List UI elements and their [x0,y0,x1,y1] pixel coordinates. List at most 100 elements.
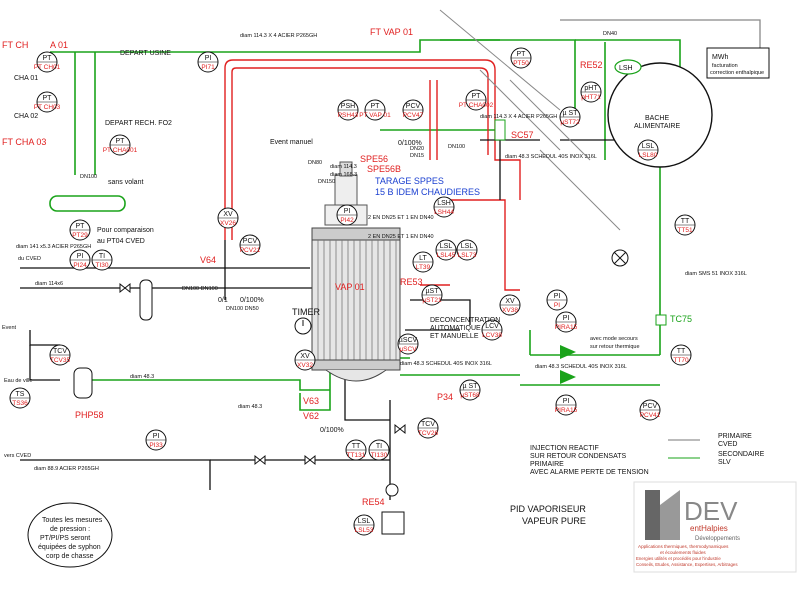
label-sched-mid: diam 48.3 SCHEDUL 40S INOX 316L [400,361,492,367]
mwh-correction: correction enthalpique [710,70,764,76]
label-v63: V63 [303,396,319,406]
instrument-tag: PCV21 [240,247,261,254]
label-pct-top: 0/100% [398,140,422,147]
valve-1 [119,282,131,294]
instrument-tag: TT70 [673,357,689,364]
label-dn100-dn50: DN100 DN50 [226,306,259,312]
legend-secondaire: SECONDAIRE [718,451,765,458]
instrument-type: PCV [643,403,658,410]
label-eau-ville: Eau de ville [4,378,32,384]
pipe-primary-top [224,59,521,240]
valves-main [119,282,406,466]
instrument-type: TS [16,391,25,398]
instrument-tag: LSH44 [434,209,454,216]
instrument-type: PSH [341,103,355,110]
label-cha01: CHA 01 [14,75,38,82]
instrument-type: PI [77,253,84,260]
instrument-type: PT [116,138,126,145]
legend-primaire: PRIMAIRE [718,433,752,440]
label-comparaison-2: au PT04 CVED [97,238,145,245]
instrument-tag: TS36 [12,400,28,407]
instrument-tag: TT131 [347,452,366,459]
legend-injection-1: INJECTION REACTIF [530,445,599,452]
label-event: Event [2,325,17,331]
mwh-box [706,47,770,79]
valve-2 [254,454,266,466]
instrument-type: LSL [461,243,474,250]
instrument-ts36: TS TS36 [9,387,31,409]
label-depart-rech: DEPART RECH. FO2 [105,120,172,127]
label-tarage-1: TARAGE SPPES [375,176,444,186]
instrument-type: µ ST [563,110,579,117]
instrument-type: XV [300,353,310,360]
label-mode-secours-2: sur retour thermique [590,344,640,350]
instrument-tag: LSL53 [355,527,374,534]
sight-glass-cross [613,251,627,265]
php58-label: PHP58 [75,410,104,420]
instrument-type: TT [677,348,686,355]
label-cha02: CHA 02 [14,113,38,120]
label-dn150: DN150 [318,179,335,185]
bache-label-2: ALIMENTAIRE [634,123,680,130]
instrument-type: TI [376,443,382,450]
label-diam889: diam 88.9 ACIER P265GH [34,466,99,472]
label-dn40: DN40 [603,31,617,37]
label-a01: A 01 [50,40,68,50]
label-re52: RE52 [580,60,603,70]
instrument-tag: pHT71 [581,94,601,101]
instrument-type: PI [344,208,351,215]
label-dn25-b: 2 EN DN25 ET 1 EN DN40 [368,234,434,240]
pipe-vap-bottom [344,365,390,421]
title-line2: VAPEUR PURE [522,516,586,526]
logo-text-1: Applications thermiques, thermodynamique… [638,544,729,549]
re54-tank [381,511,405,535]
logo-bar-1 [645,490,660,540]
label-ft-ch: FT CH [2,40,28,50]
label-schedul: diam 48.3 SCHEDUL 40S INOX 316L [505,154,597,160]
pipe-lsh [445,199,520,291]
vap-dome [339,161,353,177]
label-sans-volant: sans volant [108,179,143,186]
label-dn15: DN15 [410,153,424,159]
instrument-type: LSL [440,243,453,250]
logo-text-2: et écoulements fluides [660,550,706,555]
instrument-tag: µST21 [422,297,442,304]
label-pct-xv: 0/1 [218,297,228,304]
label-spe56b: SPE56B [367,164,401,174]
vap-top-cap [334,174,358,206]
logo-block: DEV entHalpies Développements Applicatio… [633,481,797,573]
tc75-box [655,314,667,326]
label-pct-low: 0/100% [320,427,344,434]
logo-text-4: Conseils, Etudes, Assistance, Expertises… [636,562,738,567]
label-diam-right: diam 114.3 X 4 ACIER P265GH [480,114,557,120]
legend-injection-3: PRIMAIRE [530,461,564,468]
pipe-v62 [299,360,331,411]
label-timer: TIMER [292,307,320,317]
legend-injection-2: SUR RETOUR CONDENSATS [530,453,627,460]
instrument-tag: µSCV [399,346,417,353]
notes-line-2: de pression : [50,526,90,533]
label-dn20: DN20 [410,146,424,152]
label-vers-cved: vers CVED [4,453,31,459]
label-depart-usine: DEPART USINE [120,50,171,57]
label-dn100-top: DN100 [448,144,465,150]
label-v62: V62 [303,411,319,421]
